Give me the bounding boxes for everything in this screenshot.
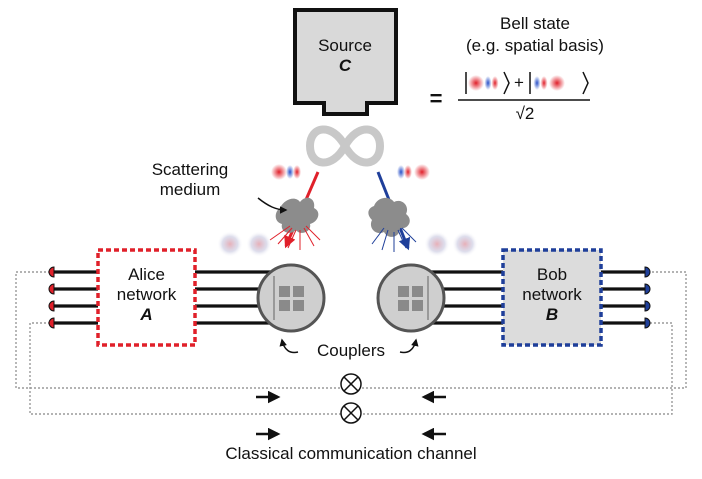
scattered-rays-right [371,227,417,252]
bob-network-box [501,248,603,347]
bob-detectors [644,266,651,329]
scattering-pointer-arrow [257,197,288,214]
scattering-medium-left [275,197,319,233]
bob-id: B [545,305,559,324]
alice-detectors [48,266,55,329]
source-id: C [338,56,352,75]
alice-label-line2: network [116,285,177,304]
bob-network-label: Bob network B [503,265,601,325]
alice-network-box [96,248,197,347]
bell-equals-sign: = [429,86,443,111]
alice-id: A [140,305,153,324]
mode-pair-right [397,164,430,180]
bob-label-line2: network [522,285,582,304]
scattering-medium-label: Scattering medium [120,160,260,200]
source-label: Source C [300,36,390,76]
bob-coupler [376,263,446,333]
bell-denominator: √2 [515,104,535,123]
classical-channel-label: Classical communication channel [225,444,477,463]
bell-state-title: Bell state [500,14,570,33]
scattering-label-line2: medium [159,180,221,199]
scattering-medium-right [368,197,410,237]
bell-state-kets [458,71,590,101]
source-box [293,8,398,116]
speckle-patterns-left [217,231,272,257]
speckle-patterns-right [424,231,478,257]
coupler-arrow-right [399,338,419,354]
bell-state-subtitle: (e.g. spatial basis) [466,36,604,55]
couplers-label: Couplers [316,341,386,360]
scattering-label-line1: Scattering [151,160,229,179]
mode-pair-left [271,164,301,180]
bell-state-mode-icons [468,75,565,91]
infinity-symbol [305,125,385,167]
scattered-rays-left [269,225,321,250]
alice-network-label: Alice network A [98,265,195,325]
alice-label-line1: Alice [128,265,165,284]
bob-label-line1: Bob [536,265,568,284]
combine-symbols [340,373,362,424]
source-title: Source [318,36,372,55]
alice-coupler [256,263,326,333]
coupler-arrow-left [279,338,299,354]
channel-arrows [256,390,446,441]
bell-plus-sign: + [514,73,524,92]
